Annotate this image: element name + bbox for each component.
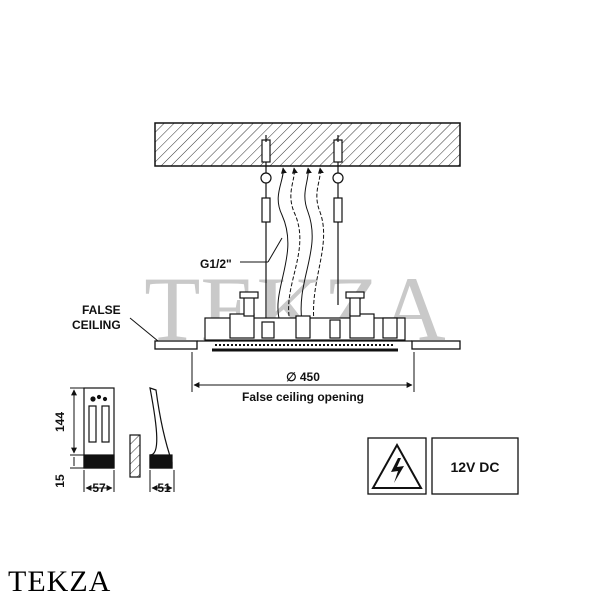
diameter-label: ∅ 450: [286, 370, 320, 384]
opening-label: False ceiling opening: [242, 390, 364, 404]
false-ceiling-label-1: FALSE: [82, 303, 121, 317]
right-hanger: [332, 135, 344, 305]
left-hanger: [260, 135, 272, 322]
shower-head: [204, 291, 406, 352]
ceiling-slab: [154, 122, 461, 167]
diameter-label-bg: [270, 368, 340, 383]
false-ceiling-label-2: CEILING: [72, 318, 121, 332]
control-unit-side-dimensions: [149, 470, 175, 492]
height-base-label: 15: [53, 474, 67, 488]
connection-label: G1/2": [200, 257, 232, 271]
brand-logo: TEKZA: [8, 565, 112, 598]
control-unit-front-dimensions: [70, 387, 115, 492]
false-ceiling-leader: [129, 317, 159, 342]
voltage-box: [431, 437, 519, 495]
width-front-label: 57: [92, 481, 106, 495]
electrical-hazard-icon: [367, 437, 427, 495]
diameter-dimension: [191, 352, 415, 392]
voltage-label: 12V DC: [450, 459, 499, 475]
control-unit-side: [129, 387, 173, 478]
supply-hoses: [277, 167, 325, 323]
false-ceiling: [154, 340, 461, 350]
control-unit-front: [83, 387, 115, 469]
connection-leader: [240, 237, 283, 263]
height-main-label: 144: [53, 412, 67, 432]
width-side-label: 51: [157, 481, 171, 495]
